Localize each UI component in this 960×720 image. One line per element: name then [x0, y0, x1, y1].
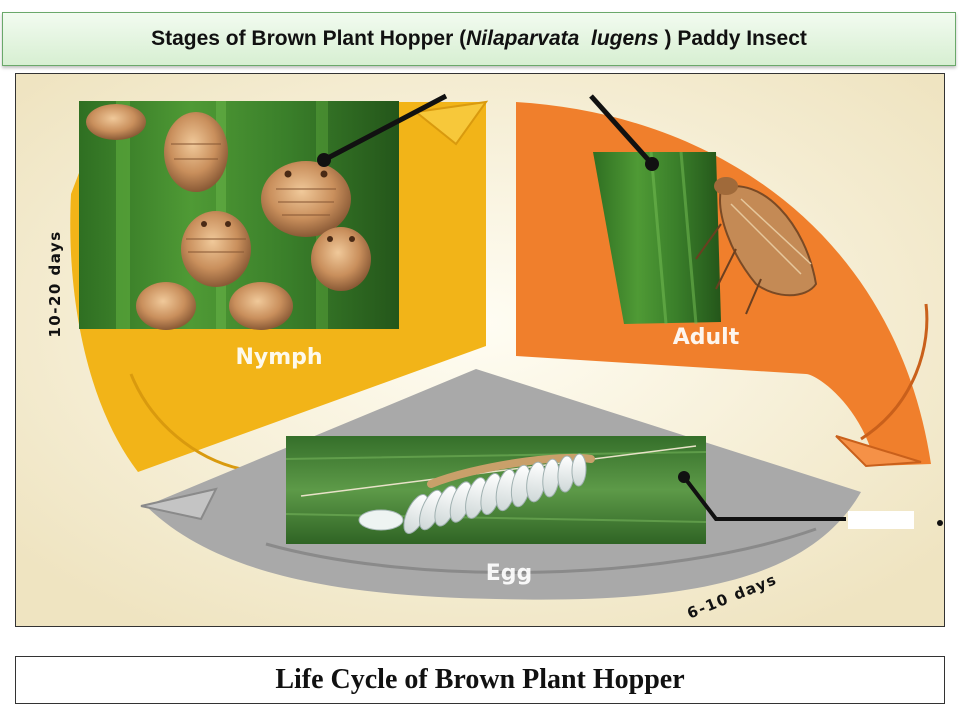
- caption-text: Life Cycle of Brown Plant Hopper: [275, 664, 685, 695]
- title-prefix: Stages of Brown Plant Hopper (: [151, 27, 467, 50]
- egg-arrow-head: [140, 487, 218, 521]
- nymph-label: Nymph: [235, 345, 322, 370]
- egg-pointer: [682, 475, 846, 521]
- nymph-photo: [79, 101, 399, 330]
- title-species: Nilaparvata lugens: [466, 27, 659, 50]
- pointer-lines: [317, 93, 943, 529]
- egg-pointer-dot: [678, 471, 690, 483]
- nymph-arrow-head: [413, 100, 489, 146]
- page-title: Stages of Brown Plant Hopper (Nilaparvat…: [2, 12, 956, 66]
- egg-photo: [285, 436, 707, 544]
- egg-pointer-end-dot: [937, 520, 943, 526]
- egg-pointer-box: [848, 511, 914, 529]
- nymph-pointer: [322, 93, 448, 163]
- egg-label: Egg: [486, 561, 533, 586]
- adult-arrow-head: [835, 435, 922, 468]
- nymph-arrow-inner-curve: [129, 373, 242, 471]
- adult-pointer: [589, 94, 654, 166]
- adult-label: Adult: [673, 325, 740, 350]
- nymph-duration-label: 10-20 days: [46, 230, 64, 337]
- life-cycle-diagram: Nymph Adult Egg 10-20 days 6-10 days: [15, 73, 945, 627]
- adult-arrow-inner-curve: [860, 303, 929, 441]
- egg-arrow-inner-curve: [265, 527, 817, 574]
- adult-photo: [593, 151, 818, 325]
- life-cycle-svg: Nymph Adult Egg 10-20 days 6-10 days: [16, 74, 944, 626]
- title-suffix: ) Paddy Insect: [658, 27, 807, 50]
- adult-pointer-dot: [645, 157, 659, 171]
- nymph-pointer-dot: [317, 153, 331, 167]
- figure-caption: Life Cycle of Brown Plant Hopper: [15, 656, 945, 704]
